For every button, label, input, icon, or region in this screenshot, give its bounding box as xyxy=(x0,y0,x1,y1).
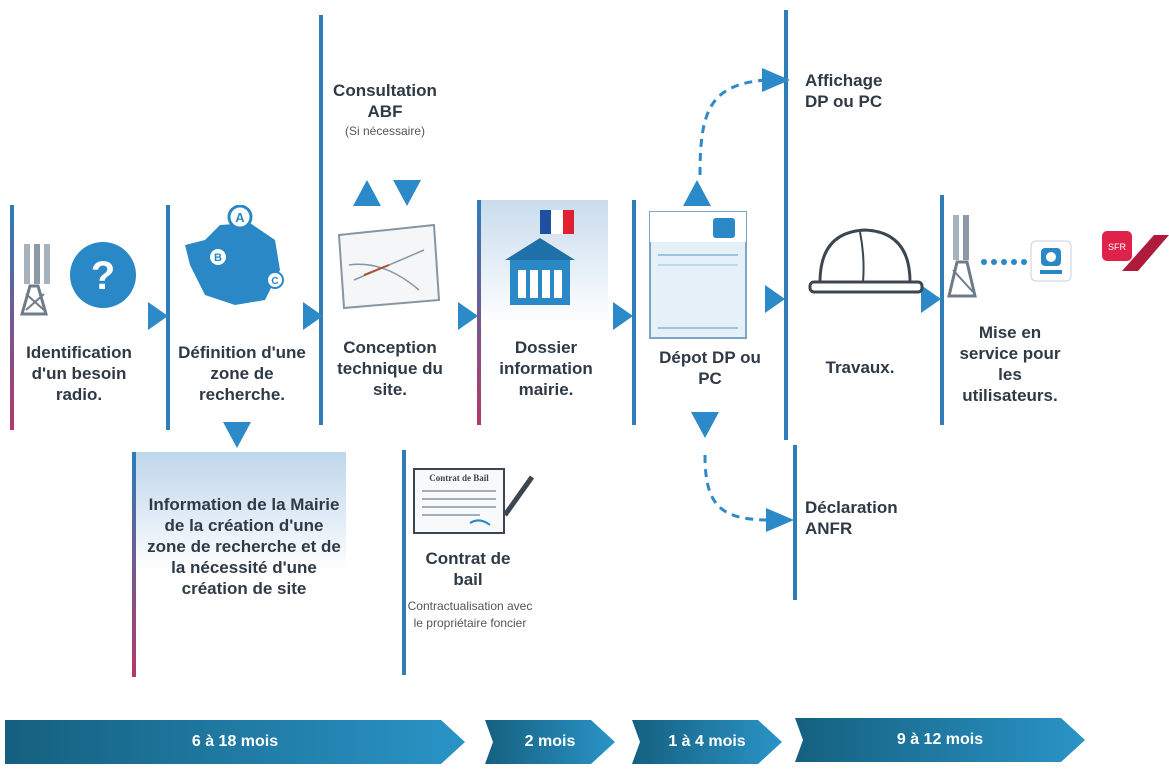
step-travaux: Travaux. xyxy=(825,358,895,377)
svg-text:?: ? xyxy=(91,254,115,298)
step-identification: Identification d'un besoin radio. xyxy=(26,343,132,404)
sfr-logo-icon: SFR xyxy=(1102,231,1169,271)
divider-3 xyxy=(319,15,323,425)
flow-arrow-2 xyxy=(303,302,323,330)
step-dossier: Dossier information mairie. xyxy=(499,338,593,399)
french-flag-icon xyxy=(540,210,574,234)
consultation-title: Consultation ABF xyxy=(333,81,437,121)
divider-8 xyxy=(940,195,944,425)
timeline-label-2: 2 mois xyxy=(524,733,576,750)
divider-10 xyxy=(402,450,406,675)
flow-arrow-3 xyxy=(458,302,478,330)
divider-2 xyxy=(166,205,170,430)
map-marker-c: C xyxy=(271,276,278,287)
mairie-icon xyxy=(505,238,575,305)
down-arrow-information xyxy=(223,422,251,448)
document-icon xyxy=(649,211,747,339)
declaration: Déclaration ANFR xyxy=(805,498,898,538)
divider-6 xyxy=(784,10,788,440)
flow-arrow-1 xyxy=(148,302,168,330)
timeline-segment-4: 9 à 12 mois xyxy=(795,718,1085,762)
contract-doc-text: Contrat de Bail xyxy=(429,473,489,483)
timeline-segment-1: 6 à 18 mois xyxy=(5,720,465,764)
contrat-note: Contractualisation avec le propriétaire … xyxy=(407,599,533,630)
blueprint-icon xyxy=(337,223,441,310)
flow-arrow-6 xyxy=(921,285,941,313)
divider-9 xyxy=(132,452,136,677)
contract-icon: Contrat de Bail xyxy=(413,468,535,534)
up-arrow-affichage xyxy=(683,180,711,206)
map-marker-a: A xyxy=(235,210,245,225)
step-conception: Conception technique du site. xyxy=(337,338,443,399)
timeline-label-3: 1 à 4 mois xyxy=(668,733,746,750)
connection-dots xyxy=(981,259,1027,265)
contrat-title: Contrat de bail xyxy=(425,549,511,589)
timeline-label-4: 9 à 12 mois xyxy=(896,731,984,748)
step-mise-en-service: Mise en service pour les utilisateurs. xyxy=(959,323,1061,405)
france-map-icon: A B C xyxy=(185,205,284,305)
divider-1 xyxy=(10,205,14,430)
sfr-logo-text: SFR xyxy=(1108,242,1127,252)
step-depot: Dépot DP ou PC xyxy=(659,348,761,388)
map-marker-b: B xyxy=(214,252,222,264)
question-icon: ? xyxy=(70,242,136,308)
information-mairie: Information de la Mairie de la création … xyxy=(147,495,341,598)
timeline-segment-3: 1 à 4 mois xyxy=(632,720,782,764)
divider-4 xyxy=(477,200,481,425)
timeline-segment-2: 2 mois xyxy=(485,720,615,764)
information-bg xyxy=(136,452,346,572)
bouygues-logo-icon xyxy=(1030,240,1072,282)
up-arrow-consultation xyxy=(353,180,381,206)
down-arrow-consultation xyxy=(393,180,421,206)
affichage: Affichage DP ou PC xyxy=(805,71,883,111)
step-definition: Définition d'une zone de recherche. xyxy=(178,343,306,404)
helmet-icon xyxy=(808,228,924,294)
timeline-label-1: 6 à 18 mois xyxy=(191,733,279,750)
antenna-icon-service xyxy=(947,215,977,298)
flow-arrow-4 xyxy=(613,302,633,330)
consultation-note: (Si nécessaire) xyxy=(344,124,426,138)
antenna-icon xyxy=(20,244,50,316)
divider-5 xyxy=(632,200,636,425)
divider-7 xyxy=(793,445,797,600)
flow-arrow-5 xyxy=(765,285,785,313)
down-arrow-declaration xyxy=(691,412,719,438)
